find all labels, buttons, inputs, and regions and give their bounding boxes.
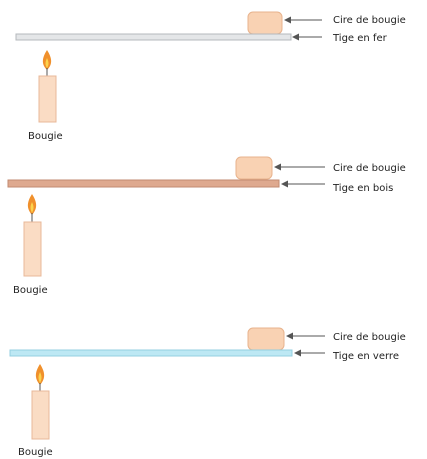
- candle-label: Bougie: [18, 447, 53, 458]
- iron-rod: [15, 33, 292, 41]
- wax-block: [247, 11, 283, 35]
- panel-glass: Cire de bougie Tige en verre Bougie: [9, 327, 406, 458]
- candle-flame-core: [38, 372, 42, 383]
- rod-label: Tige en fer: [332, 33, 388, 44]
- rod-label: Tige en verre: [332, 351, 399, 362]
- candle-body: [31, 390, 50, 440]
- candle-label: Bougie: [13, 285, 48, 296]
- panel-iron: Cire de bougie Tige en fer Bougie: [15, 11, 406, 142]
- wax-block: [235, 156, 273, 180]
- wax-label: Cire de bougie: [333, 15, 406, 26]
- wax-label: Cire de bougie: [333, 332, 406, 343]
- candle-flame-core: [45, 58, 49, 68]
- candle-body: [38, 75, 57, 123]
- wood-rod: [7, 179, 280, 188]
- wax-label: Cire de bougie: [333, 163, 406, 174]
- wax-block: [247, 327, 285, 351]
- candle-label: Bougie: [28, 131, 63, 142]
- panel-wood: Cire de bougie Tige en bois Bougie: [7, 156, 406, 296]
- glass-rod: [9, 349, 293, 357]
- rod-label: Tige en bois: [332, 183, 393, 194]
- candle-body: [23, 221, 42, 277]
- candle-flame-core: [30, 202, 34, 213]
